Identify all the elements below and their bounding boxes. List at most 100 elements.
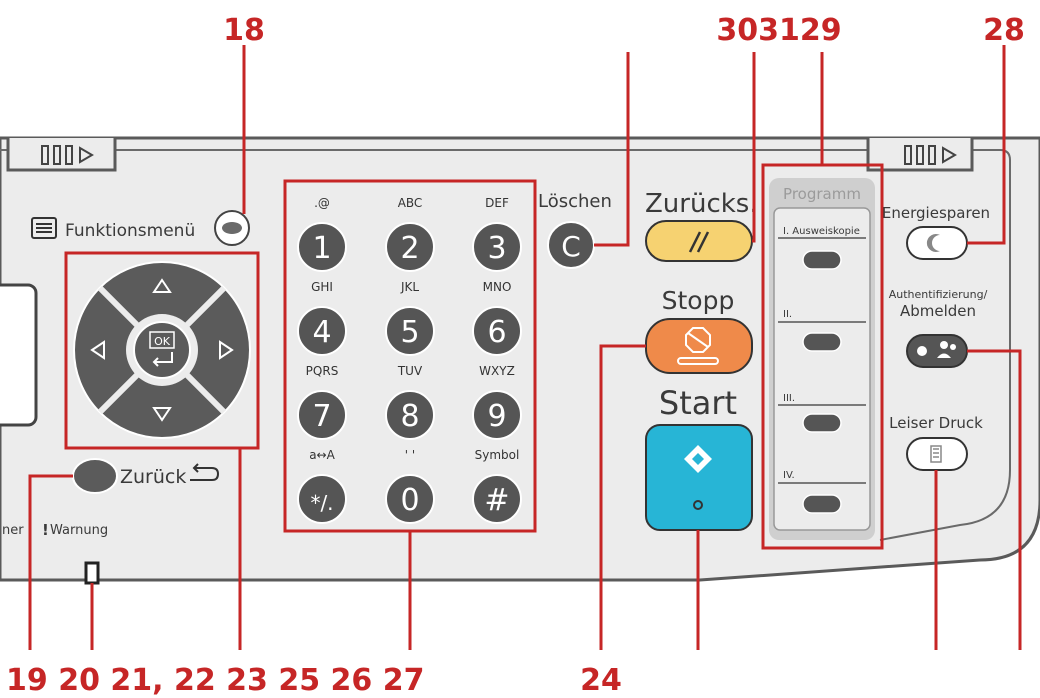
keypad-key-label: */. bbox=[310, 491, 333, 515]
callout-line-28 bbox=[967, 45, 1006, 245]
keypad-sublabel: GHI bbox=[311, 280, 333, 294]
reset-button[interactable] bbox=[645, 220, 753, 262]
keypad-sublabel: MNO bbox=[483, 280, 512, 294]
auth-label-line2: Abmelden bbox=[900, 302, 976, 320]
program-1-button[interactable] bbox=[802, 250, 842, 270]
start-led bbox=[693, 500, 703, 510]
warning-led bbox=[84, 561, 100, 585]
energy-saver-label: Energiesparen bbox=[882, 204, 990, 222]
keypad-key-label: 7 bbox=[312, 399, 331, 434]
ok-label: OK bbox=[154, 335, 171, 348]
keypad-key-label: 2 bbox=[400, 231, 419, 266]
keypad-key[interactable]: 9 bbox=[472, 390, 522, 440]
callout-line-19 bbox=[28, 474, 73, 650]
callout-line-clear bbox=[594, 52, 630, 247]
program-4-button[interactable] bbox=[802, 494, 842, 514]
callout-bottom-left: 19 20 21, 22 23 25 26 27 bbox=[6, 663, 425, 698]
warning-prefix-label: ner bbox=[2, 523, 24, 538]
arrow-left-icon[interactable] bbox=[90, 340, 105, 360]
quiet-icon bbox=[930, 445, 942, 463]
keypad-key-label: 9 bbox=[487, 399, 506, 434]
auth-label-line1: Authentifizierung/ bbox=[889, 288, 988, 301]
back-button[interactable] bbox=[72, 458, 118, 494]
callout-lines bbox=[28, 45, 1022, 650]
auth-led bbox=[917, 346, 927, 356]
callout-24: 24 bbox=[580, 663, 622, 698]
keypad-sublabel: DEF bbox=[485, 196, 509, 210]
warning-exclamation: ! bbox=[42, 521, 49, 539]
keypad-key[interactable]: 1 bbox=[297, 222, 347, 272]
keypad-sublabel: ABC bbox=[398, 196, 423, 210]
cursor-pad-box bbox=[64, 251, 260, 450]
callout-28: 28 bbox=[983, 13, 1025, 48]
keypad-sublabel: PQRS bbox=[306, 364, 339, 378]
clear-label: Löschen bbox=[538, 191, 612, 212]
function-menu-button[interactable] bbox=[214, 210, 250, 246]
keypad-key-label: 5 bbox=[400, 315, 419, 350]
left-slider-tab bbox=[6, 138, 117, 172]
keypad-key[interactable]: 5 bbox=[385, 306, 435, 356]
back-arrow-icon bbox=[190, 463, 220, 481]
program-3-button[interactable] bbox=[802, 413, 842, 433]
keypad-sublabel: ' ' bbox=[405, 448, 415, 462]
keypad-key-label: # bbox=[484, 483, 509, 518]
callout-303129: 303129 bbox=[716, 13, 841, 48]
stop-icon bbox=[685, 327, 711, 353]
clear-key-label: C bbox=[561, 230, 581, 263]
stop-label: Stopp bbox=[662, 286, 735, 315]
callout-18: 18 bbox=[223, 13, 265, 48]
keypad-key[interactable]: 6 bbox=[472, 306, 522, 356]
function-menu-label: Funktionsmenü bbox=[65, 221, 195, 241]
keypad-sublabel: .@ bbox=[314, 196, 330, 210]
keypad-sublabel: TUV bbox=[397, 364, 423, 378]
stop-button[interactable] bbox=[645, 318, 753, 374]
clear-button[interactable]: C bbox=[547, 221, 595, 269]
keypad-sublabel: a↔A bbox=[309, 448, 335, 462]
reset-label: Zurücks. bbox=[645, 189, 758, 219]
ok-button[interactable]: OK bbox=[133, 321, 191, 379]
function-menu-icon bbox=[31, 217, 57, 239]
keypad-key-label: 6 bbox=[487, 315, 506, 350]
energy-saver-button[interactable] bbox=[906, 226, 968, 260]
callout-line-reset bbox=[752, 52, 756, 243]
quiet-mode-label: Leiser Druck bbox=[889, 414, 983, 432]
keypad-key-label: 4 bbox=[312, 315, 331, 350]
quiet-mode-button[interactable] bbox=[906, 437, 968, 471]
keypad-key[interactable]: 8 bbox=[385, 390, 435, 440]
callout-line-auth bbox=[967, 349, 1022, 650]
keypad-key-label: 8 bbox=[400, 399, 419, 434]
keypad-key[interactable]: 2 bbox=[385, 222, 435, 272]
start-button[interactable] bbox=[645, 424, 753, 531]
callout-line-24 bbox=[599, 344, 646, 650]
warning-label: Warnung bbox=[50, 523, 108, 538]
program-key-tray bbox=[773, 207, 871, 531]
keypad-key-label: 0 bbox=[400, 483, 419, 518]
arrow-down-icon[interactable] bbox=[152, 407, 172, 422]
keypad-key[interactable]: # bbox=[472, 474, 522, 524]
program-3-label: III. bbox=[783, 393, 795, 404]
user-icon bbox=[940, 341, 948, 349]
program-2-button[interactable] bbox=[802, 332, 842, 352]
program-label: Programm bbox=[783, 185, 861, 203]
program-4-label: IV. bbox=[783, 470, 795, 481]
keypad-key-label: 3 bbox=[487, 231, 506, 266]
keypad-key-label: 1 bbox=[312, 231, 331, 266]
program-1-label: I. Ausweiskopie bbox=[783, 226, 860, 237]
keypad-key[interactable]: 7 bbox=[297, 390, 347, 440]
keypad-key[interactable]: 3 bbox=[472, 222, 522, 272]
logout-button[interactable] bbox=[906, 334, 968, 368]
keypad-key[interactable]: 0 bbox=[385, 474, 435, 524]
keypad-key[interactable]: */. bbox=[297, 474, 347, 524]
keypad-key[interactable]: 4 bbox=[297, 306, 347, 356]
start-label: Start bbox=[659, 384, 737, 422]
arrow-up-icon[interactable] bbox=[152, 278, 172, 293]
keypad-sublabel: JKL bbox=[400, 280, 419, 294]
back-label: Zurück bbox=[120, 466, 186, 488]
keypad-sublabel: WXYZ bbox=[479, 364, 515, 378]
display-edge bbox=[0, 283, 38, 427]
arrow-right-icon[interactable] bbox=[219, 340, 234, 360]
moon-icon bbox=[926, 234, 940, 252]
